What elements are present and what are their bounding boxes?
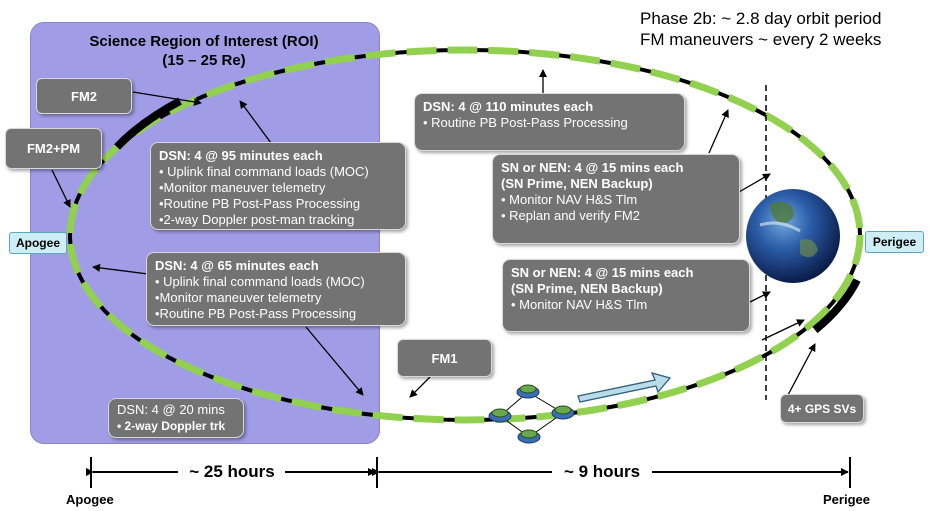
dsn-95-min-box: DSN: 4 @ 95 minutes each • Uplink final … (150, 142, 406, 230)
timeline-right-duration: ~ 9 hours (563, 462, 641, 481)
dsn-20-min-box: DSN: 4 @ 20 mins • 2-way Doppler trk (108, 398, 244, 438)
timeline-apogee-label: Apogee (66, 492, 114, 507)
box-line: •Monitor maneuver telemetry (159, 180, 326, 195)
roi-title-line1: Science Region of Interest (ROI) (89, 33, 319, 50)
box-line: •2-way Doppler post-man tracking (159, 212, 355, 227)
apogee-marker: Apogee (9, 232, 67, 254)
box-title: DSN: 4 @ 110 minutes each (423, 99, 594, 114)
box-line: • Monitor NAV H&S Tlm (501, 192, 638, 207)
box-title: SN or NEN: 4 @ 15 mins each (511, 265, 694, 280)
phase-line2: FM maneuvers ~ every 2 weeks (640, 30, 882, 49)
timeline-perigee-label: Perigee (823, 492, 870, 507)
orbit-black-arc-top (114, 97, 182, 150)
dsn-65-min-box: DSN: 4 @ 65 minutes each • Uplink final … (146, 252, 406, 326)
roi-title: Science Region of Interest (ROI) (15 – 2… (30, 32, 378, 70)
gps-svs-tag: 4+ GPS SVs (780, 394, 864, 423)
fm2-pm-tag: FM2+PM (5, 128, 102, 169)
box-line: •Routine PB Post-Pass Processing (159, 196, 361, 211)
roi-title-line2: (15 – 25 Re) (162, 52, 246, 69)
orbit-green-segments (66, 46, 864, 424)
box-line: • Monitor NAV H&S Tlm (511, 297, 648, 312)
box-line: • Replan and verify FM2 (501, 208, 640, 223)
timeline-left-duration: ~ 25 hours (189, 462, 275, 481)
box-line: •Routine PB Post-Pass Processing (155, 306, 357, 321)
box-title: DSN: 4 @ 20 mins (117, 402, 225, 417)
perigee-marker: Perigee (865, 231, 924, 253)
motion-direction-arrow (577, 372, 672, 403)
box-title: SN or NEN: 4 @ 15 mins each (501, 160, 684, 175)
box-line: •Monitor maneuver telemetry (155, 290, 322, 305)
fm1-tag: FM1 (397, 339, 492, 377)
fm2-tag: FM2 (36, 78, 132, 114)
spacecraft-formation (488, 384, 575, 444)
box-subtitle: (SN Prime, NEN Backup) (511, 281, 663, 296)
box-line: • Routine PB Post-Pass Processing (423, 115, 628, 130)
box-line: • 2-way Doppler trk (117, 419, 226, 433)
box-subtitle: (SN Prime, NEN Backup) (501, 176, 653, 191)
box-title: DSN: 4 @ 65 minutes each (155, 258, 319, 273)
box-line: • Uplink final command loads (MOC) (155, 274, 365, 289)
phase-info: Phase 2b: ~ 2.8 day orbit period FM mane… (640, 8, 881, 50)
orbit-black-arc-right (812, 278, 861, 334)
sn-nen-box-2: SN or NEN: 4 @ 15 mins each (SN Prime, N… (502, 259, 750, 332)
dsn-110-min-box: DSN: 4 @ 110 minutes each • Routine PB P… (414, 93, 685, 151)
sn-nen-box-1: SN or NEN: 4 @ 15 mins each (SN Prime, N… (492, 154, 740, 244)
phase-line1: Phase 2b: ~ 2.8 day orbit period (640, 9, 882, 28)
earth-globe (746, 189, 840, 283)
box-line: • Uplink final command loads (MOC) (159, 164, 369, 179)
box-title: DSN: 4 @ 95 minutes each (159, 148, 323, 163)
